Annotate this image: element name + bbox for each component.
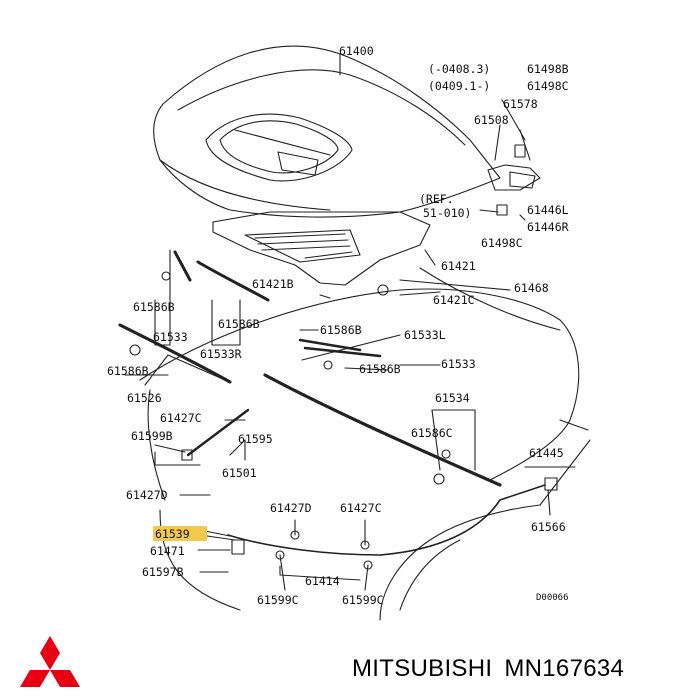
weatherstrip-left: [118, 323, 232, 384]
diagram-code: D00066: [536, 593, 569, 603]
label-61421b: 61421B: [252, 277, 294, 291]
label-61539: 61539: [155, 527, 190, 541]
label-61586b-a: 61586B: [133, 300, 175, 314]
label-61586c: 61586C: [411, 426, 453, 440]
label-61400: 61400: [339, 44, 374, 58]
hood-insulator: [212, 211, 431, 286]
label-61534: 61534: [435, 391, 470, 405]
label-61595: 61595: [238, 432, 273, 446]
selected-part-highlight: [153, 526, 207, 541]
label-61586b-c: 61586B: [320, 323, 362, 337]
label-61498c: 61498C: [481, 236, 523, 250]
label-61421: 61421: [441, 259, 476, 273]
label-61427d-b: 61427D: [270, 501, 312, 515]
label-61586b-b: 61586B: [218, 317, 260, 331]
label-61586b-e: 61586B: [359, 362, 401, 376]
label-61578: 61578: [503, 97, 538, 111]
hood-panel: [153, 45, 501, 218]
label-61421c: 61421C: [433, 293, 475, 307]
label-61599c-a: 61599C: [257, 593, 299, 607]
weatherstrip-rear: [263, 373, 502, 487]
label-61414: 61414: [305, 574, 340, 588]
label-61446r: 61446R: [527, 220, 569, 234]
label-61566: 61566: [531, 520, 566, 534]
mitsubishi-logo-icon: [20, 636, 80, 687]
label-61526: 61526: [127, 391, 162, 405]
footer-brand: MITSUBISHI MN167634: [352, 655, 636, 683]
label-61586b-d: 61586B: [107, 364, 149, 378]
label-61533-b: 61533: [441, 357, 476, 371]
label-61427c-a: 61427C: [160, 411, 202, 425]
label-61533r: 61533R: [200, 347, 242, 361]
label-61446l: 61446L: [527, 203, 569, 217]
label-range-1: (-0408.3): [428, 62, 490, 76]
label-61427c-b: 61427C: [340, 501, 382, 515]
label-61498b: 61498B: [527, 62, 569, 76]
label-61597b: 61597B: [142, 565, 184, 579]
label-61533l: 61533L: [404, 328, 446, 342]
label-61599c-b: 61599C: [342, 593, 384, 607]
part-number: MN167634: [504, 655, 625, 682]
label-61501: 61501: [222, 466, 257, 480]
vehicle-body-outline: [139, 288, 580, 481]
label-61468: 61468: [514, 281, 549, 295]
hood-support-rod: [186, 408, 250, 457]
label-61471: 61471: [150, 544, 185, 558]
label-61445: 61445: [529, 446, 564, 460]
hood-scoop: [205, 113, 353, 182]
hood-release-cable: [227, 484, 546, 556]
brand-name: MITSUBISHI: [352, 655, 493, 682]
label-61498c-top: 61498C: [527, 79, 569, 93]
label-61533-a: 61533: [153, 330, 188, 344]
label-61427d-a: 61427D: [126, 488, 168, 502]
label-range-2: (0409.1-): [428, 79, 490, 93]
label-ref-1: (REF.: [419, 192, 454, 206]
label-61599b: 61599B: [131, 429, 173, 443]
label-ref-2: 51-010): [423, 206, 471, 220]
label-61508: 61508: [474, 113, 509, 127]
hood-hinge: [487, 164, 541, 191]
